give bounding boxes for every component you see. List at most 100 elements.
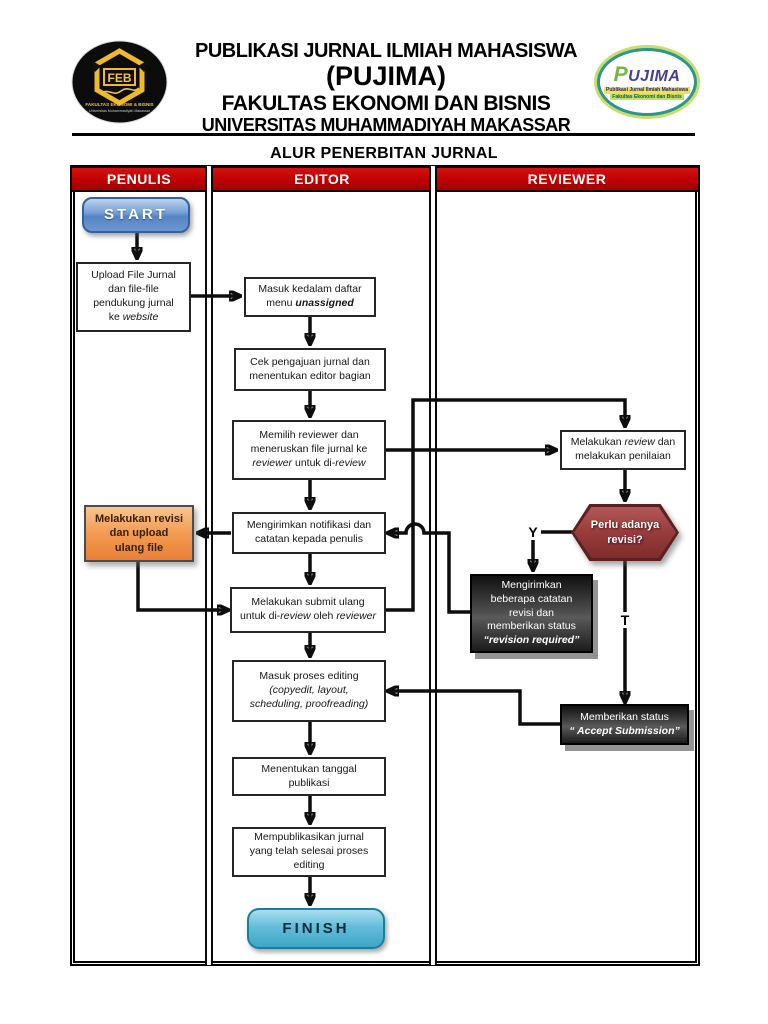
txt: Perlu adanya (590, 519, 660, 532)
pujima-logo-sub1: Publikasi Jurnal Ilmiah Mahasiswa (604, 87, 690, 94)
text-line: “ Accept Submission” (569, 725, 679, 739)
txt: review (335, 456, 366, 469)
txt: dan file-file (108, 283, 159, 296)
txt: Masuk proses editing (259, 670, 359, 683)
text-line: revisi? (607, 533, 642, 547)
pujima-logo: PUJIMA Publikasi Jurnal Ilmiah Mahasiswa… (597, 48, 697, 116)
revisi-upload-ulang-box: Melakukan revisi dan upload ulang file (84, 505, 194, 562)
lane-header-bar (70, 166, 700, 192)
text-line: melakukan penilaian (575, 450, 671, 464)
text-line: pendukung jurnal (93, 297, 174, 311)
pujima-logo-sub2: Fakultas Ekonomi dan Bisnis (610, 93, 684, 100)
lane-title-editor: EDITOR (294, 171, 350, 187)
text-line: Melakukan revisi (95, 512, 183, 527)
decision-hexagon: Perlu adanya revisi? (571, 504, 679, 561)
text-line: beberapa catatan (491, 593, 573, 607)
txt: Mengirimkan (501, 578, 562, 591)
txt: Cek pengajuan jurnal dan (250, 355, 370, 368)
text-line: Mengirimkan notifikasi dan (247, 519, 371, 533)
txt: Mempublikasikan jurnal (254, 831, 364, 844)
text-line: Melakukan review dan (571, 436, 675, 450)
txt: meneruskan file jurnal ke (250, 443, 368, 456)
feb-sub2: Universitas Muhammadiyah Makassar (89, 109, 151, 113)
txt: “ Accept Submission” (569, 724, 680, 737)
txt: START (104, 206, 168, 224)
txt: dan (654, 436, 676, 449)
start-node: START (82, 197, 190, 233)
text-line: menu unassigned (266, 297, 354, 311)
feb-sub1: FAKULTAS EKONOMI & BISNIS (85, 102, 153, 107)
letterhead-line1: PUBLIKASI JURNAL ILMIAH MAHASISWA (194, 40, 578, 62)
txt: revisi? (607, 533, 643, 546)
upload-file-box: Upload File Jurnal dan file-file penduku… (76, 262, 191, 332)
text-line: editing (294, 859, 325, 873)
text-line: revisi dan (509, 607, 554, 621)
text-line: dan upload (110, 526, 169, 541)
tanggal-publikasi-box: Menentukan tanggal publikasi (232, 757, 386, 796)
melakukan-review-box: Melakukan review dan melakukan penilaian (560, 430, 686, 470)
txt: website (122, 310, 159, 323)
txt: untuk di- (240, 610, 281, 622)
text-line: Memilih reviewer dan (259, 429, 358, 443)
text-line: menentukan editor bagian (249, 370, 370, 384)
txt: UJIMA (628, 68, 681, 85)
txt: beberapa catatan (490, 592, 573, 605)
txt: Melakukan (570, 436, 625, 449)
txt: P (613, 63, 629, 86)
txt: menentukan editor bagian (249, 369, 371, 382)
txt: unassigned (295, 297, 354, 309)
text-line: catatan kepada penulis (255, 533, 363, 547)
txt: editing (293, 858, 325, 871)
txt: catatan kepada penulis (255, 533, 363, 545)
revision-required-status-box: Mengirimkan beberapa catatan revisi dan … (470, 574, 593, 653)
txt: Upload File Jurnal (91, 269, 176, 282)
txt: Menentukan tanggal (261, 762, 357, 775)
txt: untuk di- (292, 456, 336, 469)
letterhead-line4: UNIVERSITAS MUHAMMADIYAH MAKASSAR (201, 115, 571, 136)
decision-hexagon-fill: Perlu adanya revisi? (574, 507, 676, 558)
text-line: Masuk kedalam daftar (258, 283, 361, 297)
text-line: Melakukan submit ulang (251, 596, 364, 610)
text-line: (copyedit, layout, (269, 684, 348, 698)
text-line: memberikan status (487, 620, 576, 634)
text-line: meneruskan file jurnal ke (251, 443, 368, 457)
txt: review (280, 610, 311, 622)
proses-editing-box: Masuk proses editing (copyedit, layout, … (232, 660, 386, 722)
branch-label-no: T (617, 612, 633, 628)
txt: Masuk kedalam daftar (258, 283, 362, 296)
feb-logo: FEB FAKULTAS EKONOMI & BISNIS Universita… (71, 40, 168, 124)
txt: reviewer (252, 456, 293, 469)
accept-submission-status-box: Memberikan status “ Accept Submission” (560, 704, 689, 745)
txt: oleh (310, 610, 337, 622)
text-line: Memberikan status (580, 711, 669, 725)
submit-ulang-box: Melakukan submit ulang untuk di-review o… (230, 587, 386, 633)
txt: dan upload (109, 527, 169, 540)
text-line: Menentukan tanggal (261, 763, 356, 777)
txt: review (624, 436, 655, 449)
text-line: publikasi (289, 777, 330, 791)
txt: Memilih reviewer dan (259, 429, 359, 442)
txt: ke (108, 310, 123, 323)
txt: (copyedit, layout, (269, 684, 349, 697)
text-line: Upload File Jurnal (91, 269, 176, 283)
text-line: Masuk proses editing (259, 670, 358, 684)
lane-title-reviewer: REVIEWER (527, 171, 607, 187)
txt: Mengirimkan notifikasi dan (246, 519, 372, 532)
text-line: reviewer untuk di-review (252, 457, 365, 471)
txt: publikasi (288, 776, 330, 789)
txt: “revision required” (483, 634, 580, 647)
txt: yang telah selesai proses (249, 845, 369, 858)
cek-pengajuan-box: Cek pengajuan jurnal dan menentukan edit… (234, 348, 386, 391)
letterhead: PUBLIKASI JURNAL ILMIAH MAHASISWA (PUJIM… (168, 40, 604, 136)
txt: scheduling, proofreading) (249, 697, 369, 710)
txt: memberikan status (487, 620, 576, 633)
txt: revisi dan (509, 606, 554, 619)
feb-abbr: FEB (108, 71, 132, 85)
txt: reviewer (336, 610, 376, 622)
text-line: “revision required” (484, 634, 580, 648)
text-line: dan file-file (108, 283, 159, 297)
txt: FINISH (282, 919, 350, 937)
text-line: yang telah selesai proses (250, 845, 369, 859)
text-line: untuk di-review oleh reviewer (240, 610, 376, 624)
lane-separator-2 (429, 166, 437, 965)
